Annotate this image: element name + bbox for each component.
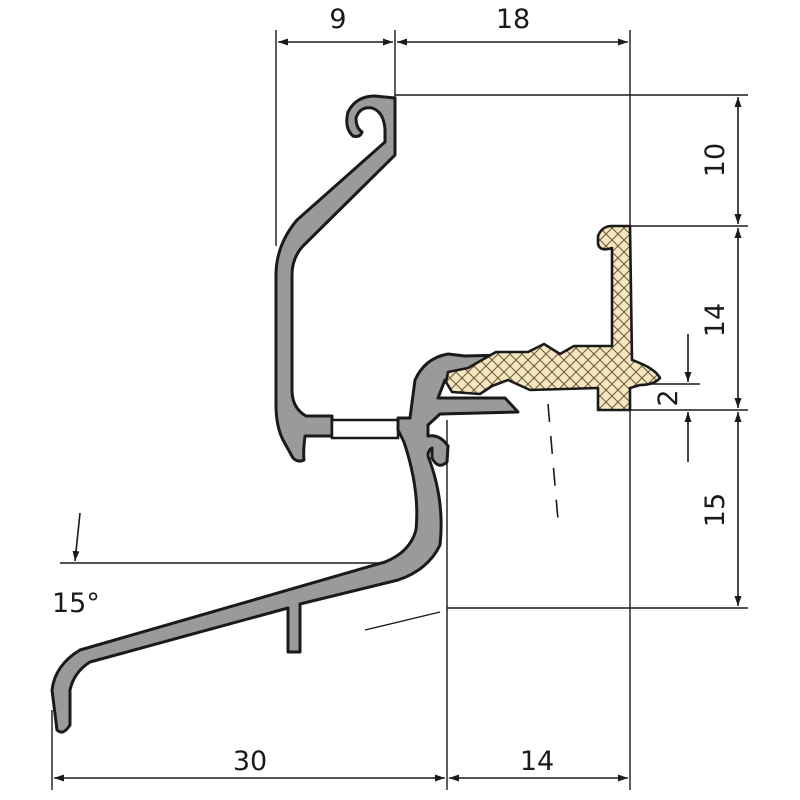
dimension-lines — [54, 38, 742, 782]
dim-right-upper: 10 — [700, 143, 731, 177]
dim-right-middle: 14 — [700, 303, 731, 337]
dim-top-left: 9 — [329, 4, 346, 35]
dim-angle: 15° — [52, 588, 100, 619]
connector-bar — [330, 418, 400, 440]
extension-lines — [51, 30, 748, 790]
dimension-labels: 9 18 10 14 2 15 30 14 15° — [52, 4, 731, 777]
dim-bottom-right: 14 — [520, 746, 554, 777]
gasket — [444, 224, 662, 412]
dim-bottom-left: 30 — [233, 746, 267, 777]
upper-profile — [274, 94, 397, 463]
dim-right-lower: 15 — [700, 493, 731, 527]
dim-right-small: 2 — [653, 389, 684, 406]
dim-top-right: 18 — [496, 4, 530, 35]
sill-profile — [50, 352, 520, 734]
